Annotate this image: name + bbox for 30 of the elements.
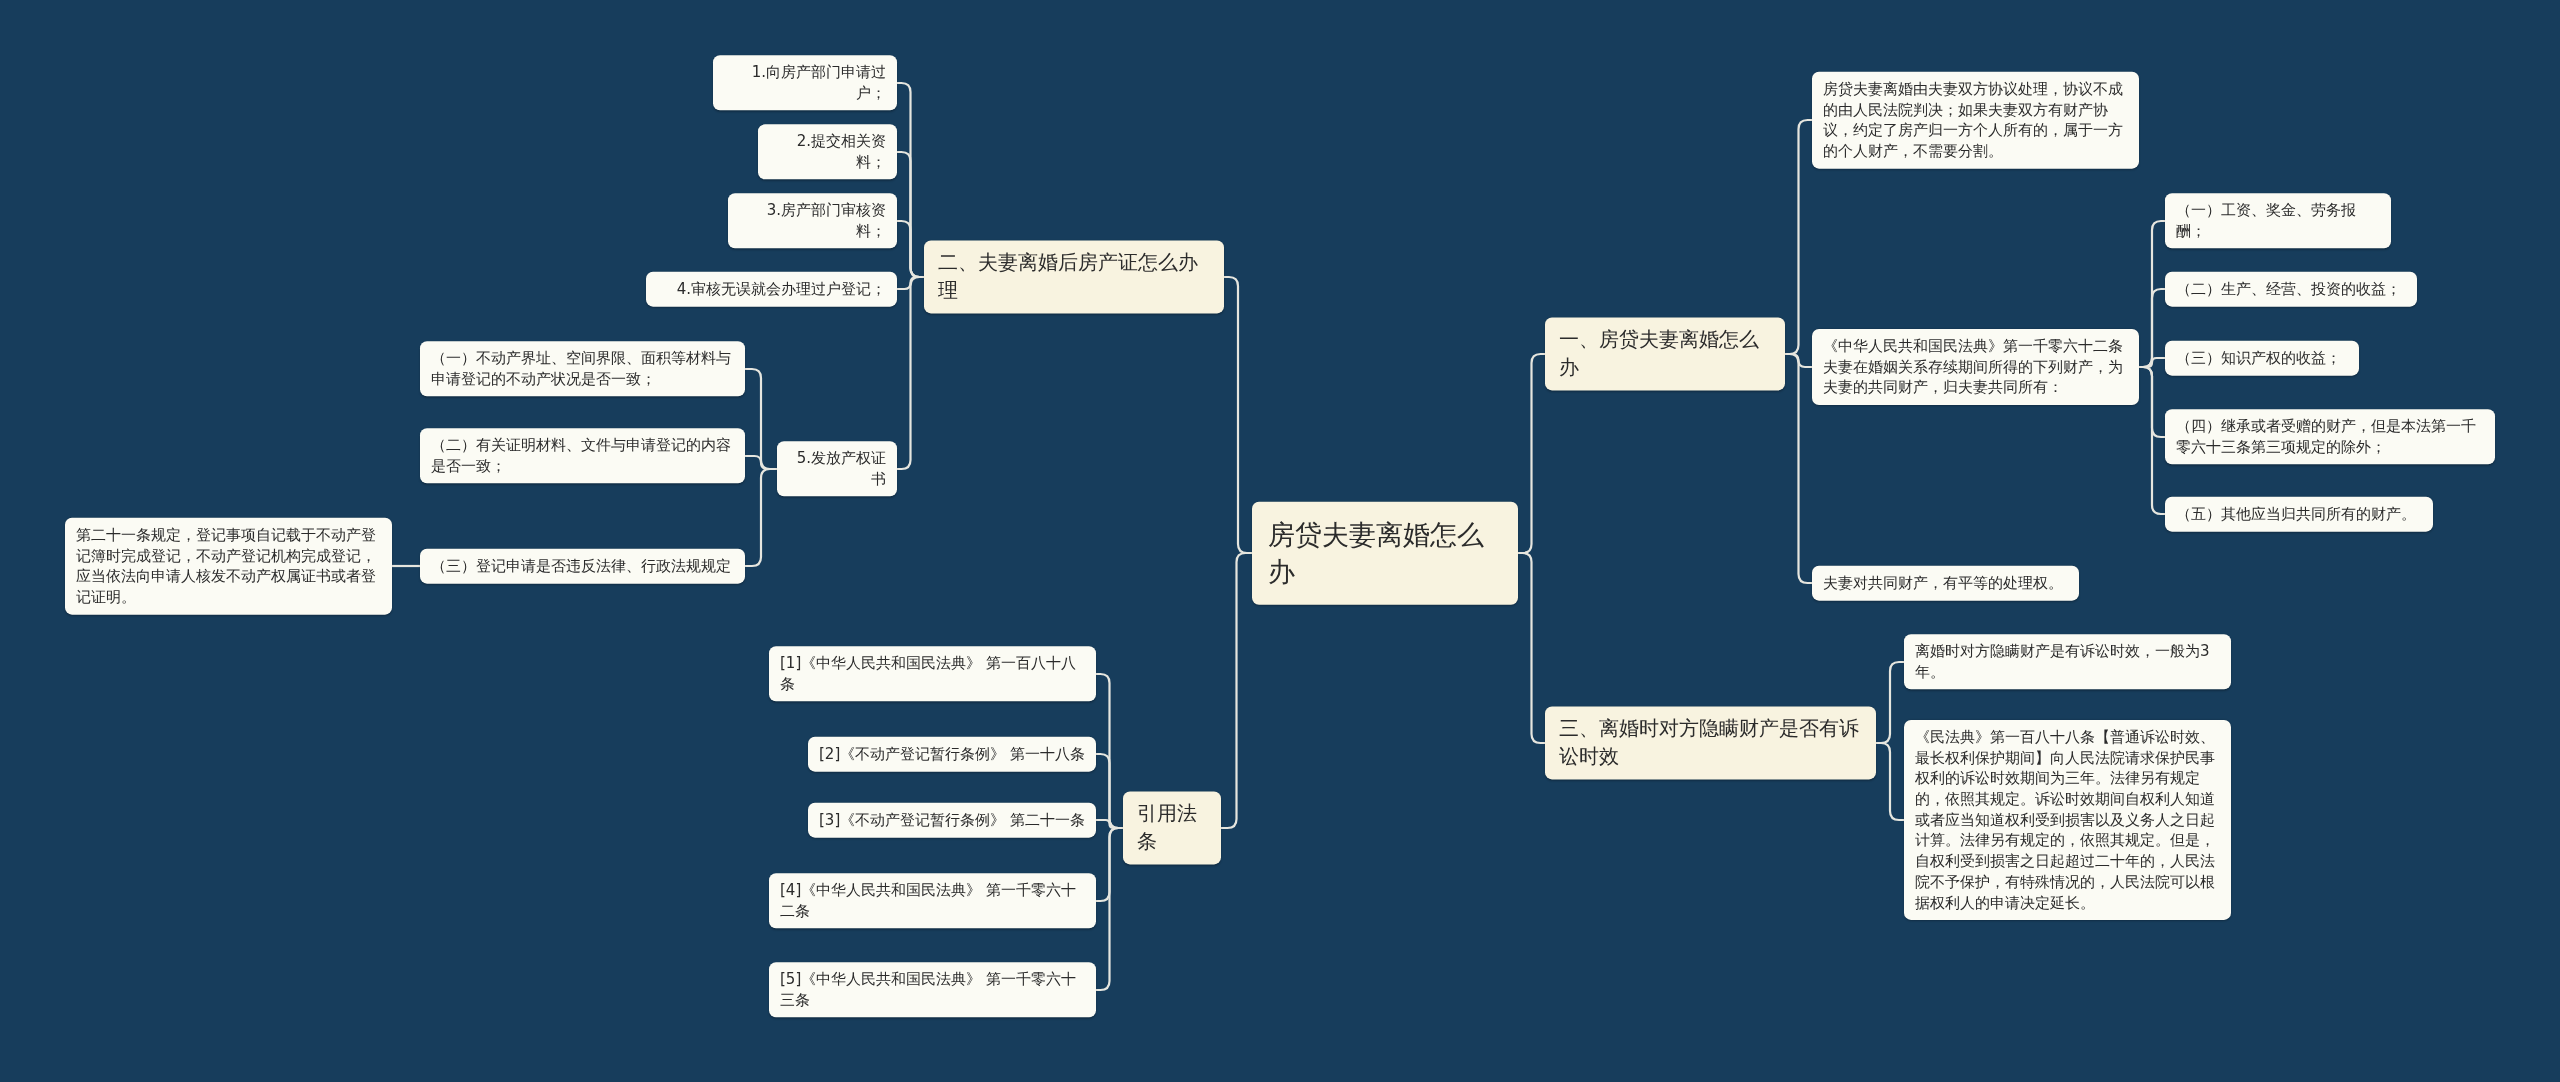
subtopic-box: 5.发放产权证书	[777, 441, 897, 497]
branch-topic: 二、夫妻离婚后房产证怎么办理	[924, 240, 1224, 314]
connector-line	[392, 564, 420, 568]
subtopic-box: [4]《中华人民共和国民法典》 第一千零六十二条	[769, 873, 1096, 929]
subtopic-box: （一）工资、奖金、劳务报酬；	[2165, 193, 2391, 249]
subtopic-box: 2.提交相关资料；	[758, 124, 897, 180]
subtopic-box: 《民法典》第一百八十八条【普通诉讼时效、最长权利保护期间】向人民法院请求保护民事权利的诉讼时效期间为三年。法律另有规定的，依照其规定。诉讼时效期间自权利人知道或者应当知道权利受到损害以及义务人之日起计算。法律另有规定的，依照其规定。但是，自权利受到损害之日起超过二十年的，人民法院不予保护，有特殊情况的，人民法院可以根据权利人的申请决定延长。	[1904, 719, 2231, 921]
subtopic-box: 《中华人民共和国民法典》第一千零六十二条夫妻在婚姻关系存续期间所得的下列财产，为夫妻的共同财产，归夫妻共同所有：	[1812, 328, 2139, 406]
branch-topic: 一、房贷夫妻离婚怎么办	[1545, 317, 1785, 391]
central-topic: 房贷夫妻离婚怎么办	[1252, 501, 1518, 605]
subtopic-box: （二）有关证明材料、文件与申请登记的内容是否一致；	[420, 428, 745, 484]
subtopic-box: 第二十一条规定，登记事项自记载于不动产登记簿时完成登记，不动产登记机构完成登记，应当依法向申请人核发不动产权属证书或者登记证明。	[65, 517, 392, 615]
subtopic-box: [2]《不动产登记暂行条例》 第一十八条	[808, 736, 1096, 772]
subtopic-box: 夫妻对共同财产，有平等的处理权。	[1812, 565, 2079, 601]
subtopic-box: （一）不动产界址、空间界限、面积等材料与申请登记的不动产状况是否一致；	[420, 341, 745, 397]
subtopic-box: 4.审核无误就会办理过户登记；	[646, 271, 897, 307]
subtopic-box: （三）知识产权的收益；	[2165, 340, 2359, 376]
subtopic-box: （二）生产、经营、投资的收益；	[2165, 271, 2417, 307]
subtopic-box: （五）其他应当归共同所有的财产。	[2165, 496, 2433, 532]
subtopic-box: [3]《不动产登记暂行条例》 第二十一条	[808, 802, 1096, 838]
subtopic-box: 1.向房产部门申请过户；	[713, 55, 897, 111]
branch-topic: 三、离婚时对方隐瞒财产是否有诉讼时效	[1545, 706, 1876, 780]
subtopic-box: （四）继承或者受赠的财产，但是本法第一千零六十三条第三项规定的除外；	[2165, 409, 2495, 465]
subtopic-box: 离婚时对方隐瞒财产是有诉讼时效，一般为3年。	[1904, 634, 2231, 690]
subtopic-box: 房贷夫妻离婚由夫妻双方协议处理，协议不成的由人民法院判决；如果夫妻双方有财产协议，约定了房产归一方个人所有的，属于一方的个人财产，不需要分割。	[1812, 71, 2139, 169]
subtopic-box: [1]《中华人民共和国民法典》 第一百八十八条	[769, 646, 1096, 702]
branch-topic: 引用法条	[1123, 791, 1221, 865]
subtopic-box: （三）登记申请是否违反法律、行政法规规定	[420, 548, 745, 584]
subtopic-box: [5]《中华人民共和国民法典》 第一千零六十三条	[769, 962, 1096, 1018]
subtopic-box: 3.房产部门审核资料；	[728, 193, 897, 249]
